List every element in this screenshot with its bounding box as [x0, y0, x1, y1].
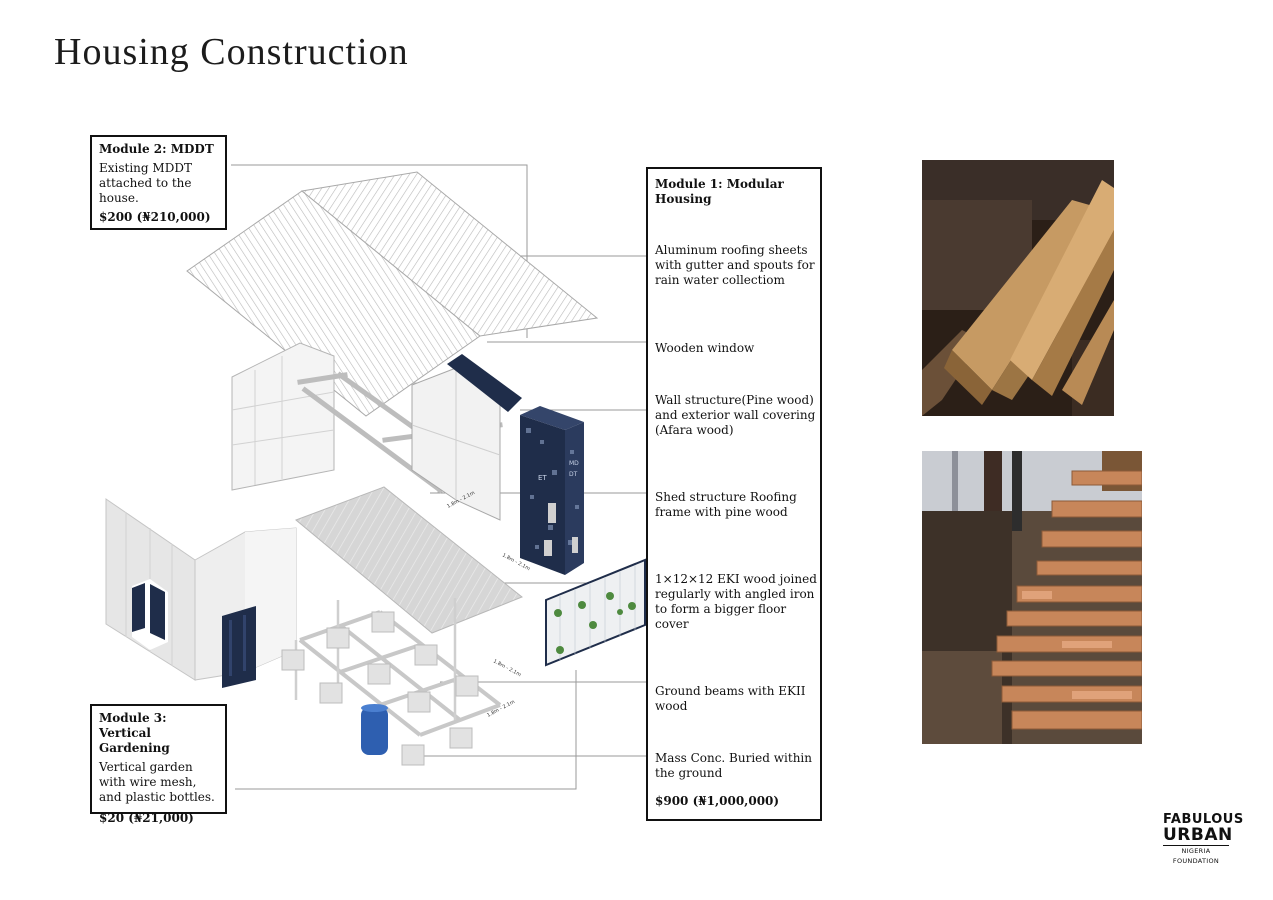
module2-box: Module 2: MDDT Existing MDDT attached to… — [90, 135, 227, 230]
toilet-label-et: ET — [538, 474, 547, 482]
concrete-footings — [281, 611, 479, 766]
module1-item-ground-beams: Ground beams with EKII wood — [655, 684, 806, 713]
leader-module3 — [235, 670, 577, 790]
module3-description: Vertical garden with wire mesh, and plas… — [99, 760, 215, 804]
toilet-label-dt: DT — [569, 471, 578, 478]
wall-panel-left — [231, 342, 335, 491]
module2-description: Existing MDDT attached to the house. — [99, 161, 192, 205]
dimension-label: 1.8m - 2.1m — [492, 658, 522, 678]
shed-roof-deck — [295, 486, 523, 634]
page-title: Housing Construction — [54, 31, 409, 73]
logo-line-fabulous: FABULOUS — [1163, 812, 1244, 827]
module3-price: $20 (₦21,000) — [99, 811, 194, 825]
module2-price: $200 (₦210,000) — [99, 210, 211, 224]
logo-line-urban: URBAN — [1163, 825, 1233, 845]
module1-item-roofing: Aluminum roofing sheets with gutter and … — [655, 243, 815, 287]
timber-beams-photo — [922, 160, 1114, 416]
vertical-garden-panel — [545, 558, 646, 667]
logo-line-foundation: NIGERIA FOUNDATION — [1163, 845, 1229, 866]
lumber-stack-photo — [922, 451, 1142, 744]
ground-beams — [298, 610, 502, 737]
module2-heading: Module 2: MDDT — [99, 142, 214, 156]
module3-box: Module 3: Vertical Gardening Vertical ga… — [90, 704, 227, 825]
module1-item-shed: Shed structure Roofing frame with pine w… — [655, 490, 797, 519]
module1-item-wall: Wall structure(Pine wood) and exterior w… — [655, 393, 816, 437]
module1-box: Module 1: Modular Housing Aluminum roofi… — [646, 167, 822, 821]
module1-item-concrete: Mass Conc. Buried within the ground — [655, 751, 813, 780]
module1-heading: Module 1: Modular Housing — [655, 177, 784, 206]
module1-item-window: Wooden window — [655, 341, 755, 355]
module1-item-floor: 1×12×12 EKI wood joined regularly with a… — [655, 572, 817, 631]
module1-price: $900 (₦1,000,000) — [655, 794, 780, 808]
toilet-label-md: MD — [569, 460, 579, 467]
lower-house-walls — [105, 498, 297, 688]
mddt-toilet-tower — [520, 406, 584, 575]
wooden-window-navy — [447, 354, 522, 412]
roof-right-panel — [300, 171, 599, 337]
module3-heading: Module 3: Vertical Gardening — [99, 711, 170, 755]
water-barrel — [361, 704, 388, 755]
fabulous-urban-logo: FABULOUS URBAN NIGERIA FOUNDATION — [1163, 812, 1244, 866]
